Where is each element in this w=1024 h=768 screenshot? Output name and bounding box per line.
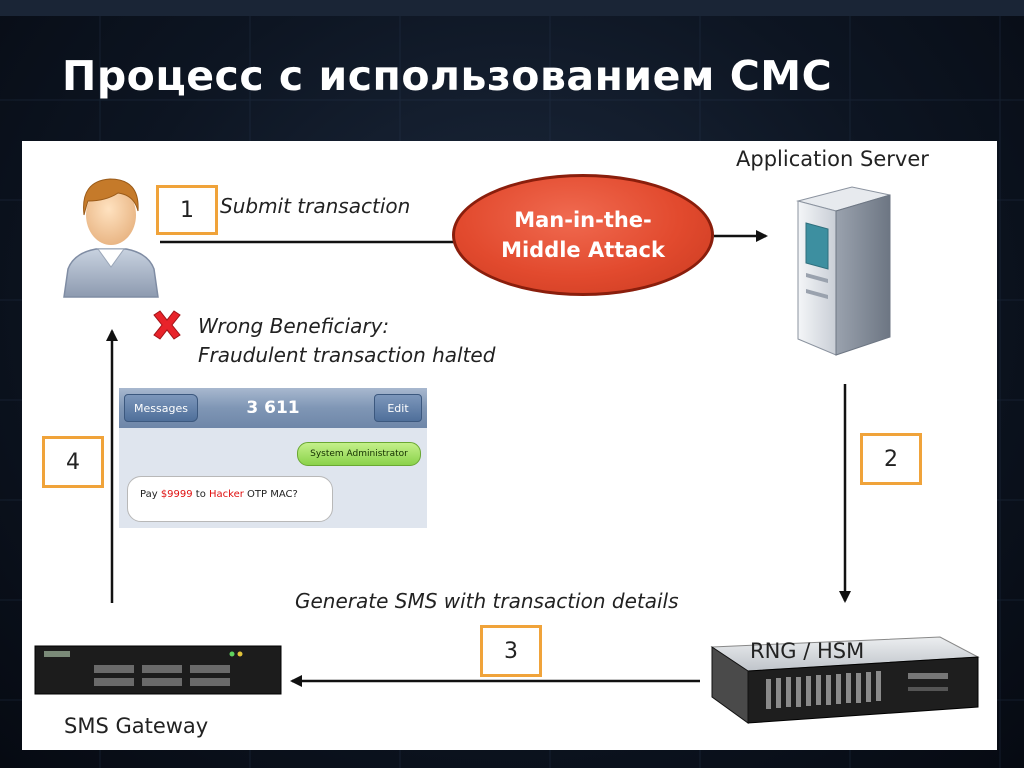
sender-bubble: System Administrator (297, 442, 421, 466)
step-4-box: 4 (42, 436, 104, 488)
server-icon (796, 186, 891, 356)
diagram-panel: 1 Submit transaction Man-in-the-Middle A… (22, 141, 997, 750)
step-2-box: 2 (860, 433, 922, 485)
rng-hsm-device-icon (710, 636, 980, 724)
sms-gateway-device-icon (34, 645, 282, 695)
message-hacker: Hacker (209, 489, 244, 500)
flow-arrows (106, 230, 851, 687)
message-bubble: Pay $9999 to Hacker OTP MAC? (127, 476, 333, 522)
message-part-1: Pay (140, 489, 161, 500)
step-1-label: Submit transaction (220, 194, 411, 218)
step-3-label: Generate SMS with transaction details (295, 589, 679, 613)
mitm-attack-ellipse: Man-in-the-Middle Attack (452, 174, 714, 296)
slide-title: Процесс с использованием СМС (62, 52, 833, 100)
red-x-icon (153, 310, 181, 340)
phone-title: 3 611 (246, 398, 300, 418)
message-part-2: to (192, 489, 210, 500)
sms-gateway-label: SMS Gateway (64, 714, 209, 738)
phone-edit-button[interactable]: Edit (374, 394, 422, 422)
message-amount: $9999 (160, 489, 193, 500)
rng-hsm-label: RNG / HSM (750, 639, 865, 663)
user-icon (63, 178, 159, 298)
sms-phone-screenshot: 3 611 Messages Edit System Administrator… (119, 388, 427, 528)
halt-line-1: Wrong Beneficiary: (198, 314, 390, 338)
app-server-label: Application Server (736, 147, 929, 171)
halt-line-2: Fraudulent transaction halted (198, 343, 496, 367)
step-1-box: 1 (156, 185, 218, 235)
phone-back-button[interactable]: Messages (124, 394, 198, 422)
step-3-box: 3 (480, 625, 542, 677)
message-part-3: OTP MAC? (243, 489, 298, 500)
mitm-label: Man-in-the-Middle Attack (501, 208, 665, 262)
